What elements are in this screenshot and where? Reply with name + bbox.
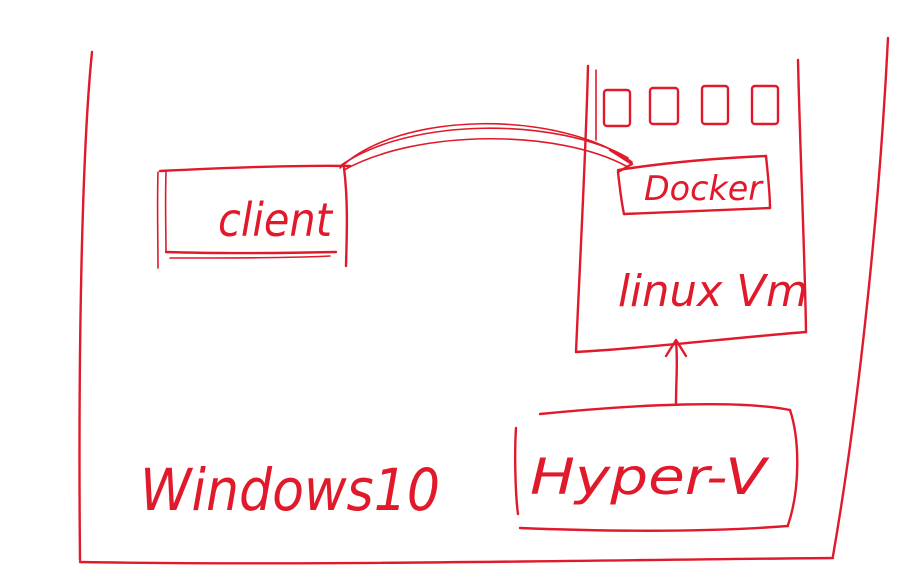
container-slots [602,84,780,128]
linux-vm-label: linux Vm [618,266,808,317]
docker-label: Docker [644,169,764,209]
windows-label: Windows10 [140,456,440,524]
client-label: client [218,193,334,247]
linux-vm-box [574,58,808,354]
docker-box [616,154,772,216]
hyperv-box [513,403,799,532]
host-windows-box [78,36,890,565]
container-slot-3 [700,84,730,126]
container-slot-2 [648,86,680,126]
vm-hyperv-link [664,338,688,406]
client-box [156,164,352,269]
container-slot-1 [602,88,632,128]
hyperv-label: Hyper-V [530,448,771,506]
container-slot-4 [750,84,780,126]
client-to-docker-arrow [339,122,634,174]
